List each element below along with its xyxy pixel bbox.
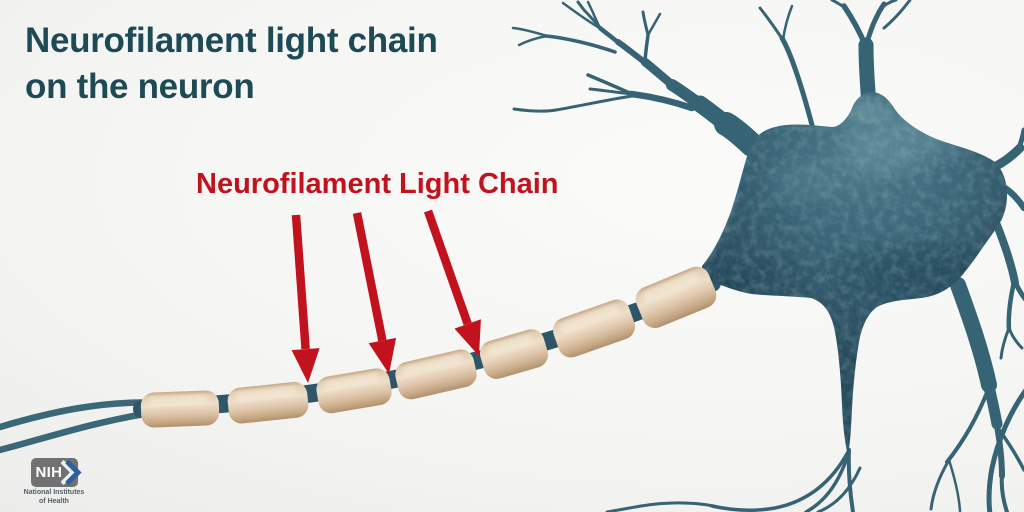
cell-body xyxy=(702,92,1007,456)
page-title: Neurofilament light chain on the neuron xyxy=(25,18,438,110)
nih-chevron-icon xyxy=(60,459,82,486)
nih-logo-badge: NIH xyxy=(30,458,82,487)
myelin-segment xyxy=(140,390,220,428)
myelin-segment xyxy=(316,368,392,414)
myelin-segment xyxy=(635,266,717,329)
page-title-line2: on the neuron xyxy=(25,67,255,106)
annotation-arrow xyxy=(352,212,397,374)
nih-logo: NIH National Institutes of Health xyxy=(18,458,90,507)
annotation-arrows xyxy=(291,209,481,383)
nih-acronym: NIH xyxy=(35,464,63,481)
dendrites xyxy=(511,0,1024,512)
annotation-label: Neurofilament Light Chain xyxy=(196,168,559,200)
myelin-sheath xyxy=(140,266,717,428)
annotation-arrow xyxy=(423,209,481,356)
myelin-segment xyxy=(479,329,549,379)
myelin-segment xyxy=(227,381,309,424)
page-title-line1: Neurofilament light chain xyxy=(25,21,438,60)
nih-org-name: National Institutes of Health xyxy=(23,489,85,505)
myelin-segment xyxy=(395,349,477,400)
myelin-segment xyxy=(553,299,635,358)
annotation-arrow xyxy=(291,214,320,383)
